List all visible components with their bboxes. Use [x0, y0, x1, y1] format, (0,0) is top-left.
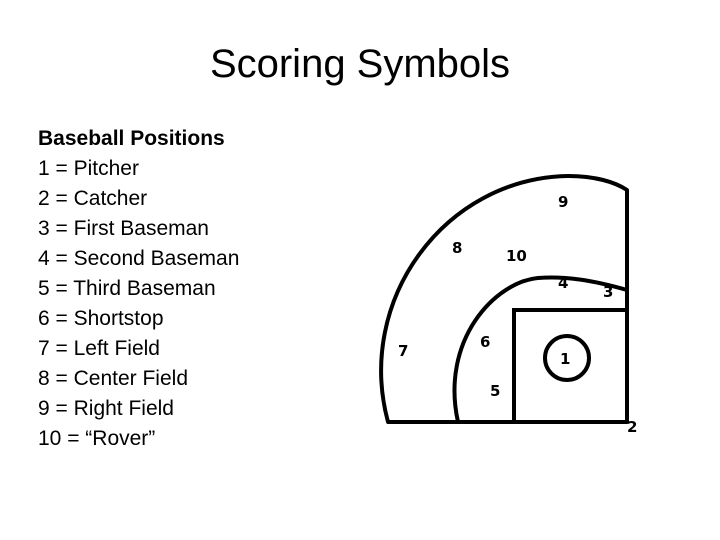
position-item-rover: 10 = “Rover” [38, 427, 156, 450]
infield-boundary [452, 275, 628, 423]
field-diagram: 1 2 3 4 5 6 7 8 9 10 [379, 174, 637, 436]
position-item-catcher: 2 = Catcher [38, 187, 148, 210]
positions-heading: Baseball Positions [38, 127, 225, 150]
outfield-boundary [379, 174, 629, 424]
label-right-field: 9 [558, 193, 568, 211]
position-item-center-field: 8 = Center Field [38, 367, 188, 390]
label-second-baseman: 4 [558, 274, 568, 292]
positions-list: Baseball Positions 1 = Pitcher 2 = Catch… [38, 124, 239, 454]
label-first-baseman: 3 [603, 283, 613, 301]
slide-title: Scoring Symbols [209, 42, 511, 86]
label-third-baseman: 5 [490, 382, 500, 400]
position-item-pitcher: 1 = Pitcher [38, 157, 139, 180]
label-shortstop: 6 [480, 333, 490, 351]
label-left-field: 7 [398, 342, 408, 360]
label-pitcher: 1 [560, 350, 570, 368]
pitcher-mound [543, 334, 591, 382]
position-item-right-field: 9 = Right Field [38, 397, 174, 420]
infield-square [512, 308, 627, 422]
position-item-first-baseman: 3 = First Baseman [38, 217, 209, 240]
label-rover: 10 [506, 247, 527, 265]
position-item-third-baseman: 5 = Third Baseman [38, 277, 216, 300]
position-item-shortstop: 6 = Shortstop [38, 307, 164, 330]
position-item-second-baseman: 4 = Second Baseman [38, 247, 240, 270]
label-center-field: 8 [452, 239, 462, 257]
position-item-left-field: 7 = Left Field [38, 337, 160, 360]
label-catcher: 2 [627, 418, 637, 436]
